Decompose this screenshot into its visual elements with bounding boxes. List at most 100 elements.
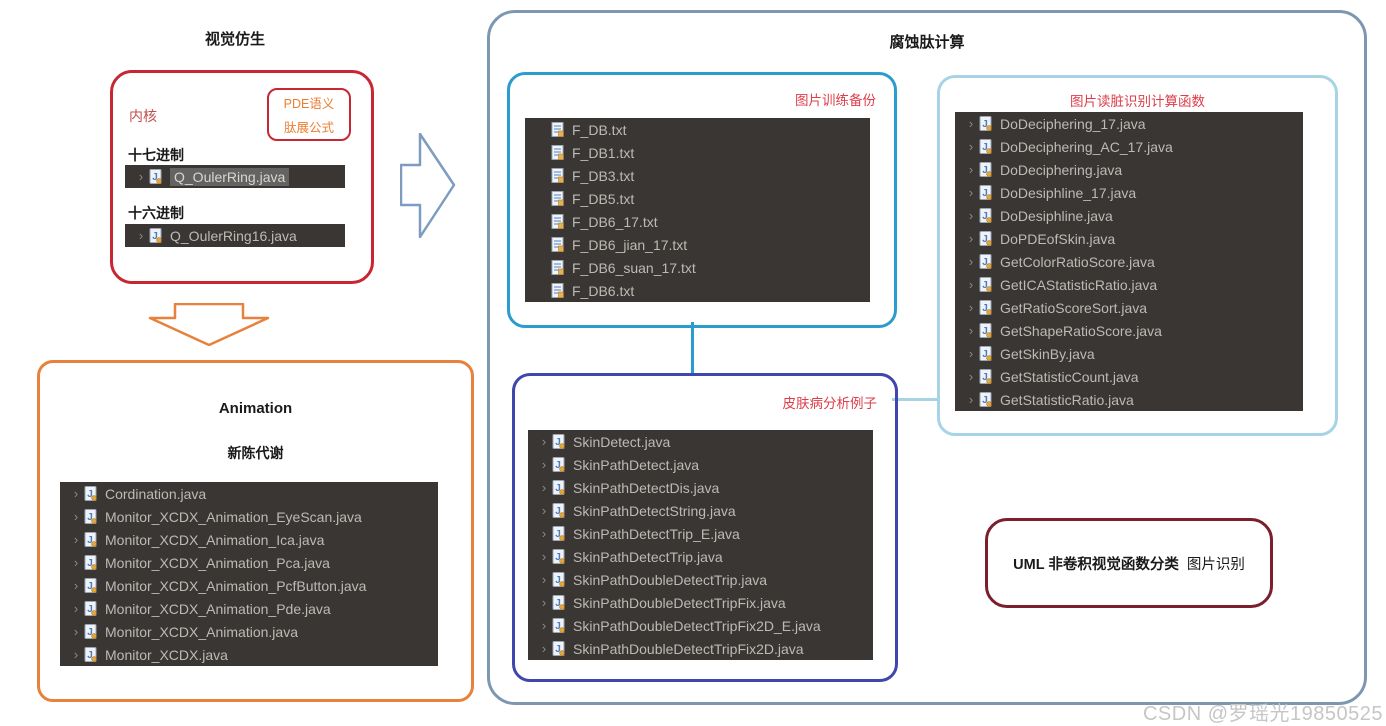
svg-text:J: J xyxy=(982,142,988,153)
chevron-right-icon xyxy=(68,648,84,661)
file-item: J Monitor_XCDX_Animation.java xyxy=(60,620,438,643)
chevron-right-icon xyxy=(536,435,552,448)
file-item: J GetColorRatioScore.java xyxy=(955,250,1303,273)
kernel-box: 内核 PDE语义 肽展公式 十七进制 J Q_OulerRing.java 十六… xyxy=(110,70,374,284)
file-name: GetStatisticCount.java xyxy=(1000,368,1139,385)
corrosion-group-box: 腐蚀肽计算 xyxy=(487,10,1367,705)
svg-text:J: J xyxy=(87,650,93,661)
svg-text:J: J xyxy=(555,529,561,540)
file-name: SkinDetect.java xyxy=(573,433,671,450)
skin-examples-list: JSkinDetect.javaJSkinPathDetect.javaJSki… xyxy=(528,430,873,660)
file-name: GetColorRatioScore.java xyxy=(1000,253,1155,270)
skin-examples-label: 皮肤病分析例子 xyxy=(782,396,878,411)
file-name: DoDeciphering_17.java xyxy=(1000,115,1146,132)
file-name: F_DB6_jian_17.txt xyxy=(572,236,688,253)
java-file-icon: J xyxy=(979,208,992,223)
training-backup-label: 图片训练备份 xyxy=(795,93,876,108)
java-file-icon: J xyxy=(84,555,97,570)
file-name: GetRatioScoreSort.java xyxy=(1000,299,1148,316)
animation-list: JCordination.javaJMonitor_XCDX_Animation… xyxy=(60,482,438,666)
file-name: GetICAStatisticRatio.java xyxy=(1000,276,1158,293)
chevron-right-icon xyxy=(68,556,84,569)
right-arrow-icon xyxy=(400,133,456,238)
chevron-right-icon xyxy=(963,140,979,153)
file-name: SkinPathDetectTrip.java xyxy=(573,548,723,565)
file-name: Monitor_XCDX_Animation.java xyxy=(105,623,298,640)
file-item: F_DB5.txt xyxy=(525,187,870,210)
java-file-icon: J xyxy=(552,526,565,541)
java-file-icon: J xyxy=(84,486,97,501)
chevron-right-icon xyxy=(536,527,552,540)
kernel-label: 内核 xyxy=(129,108,157,124)
chevron-right-icon xyxy=(68,510,84,523)
chevron-right-icon xyxy=(963,347,979,360)
java-file-icon: J xyxy=(979,116,992,131)
java-file-icon: J xyxy=(979,392,992,407)
java-file-icon: J xyxy=(552,457,565,472)
java-file-icon: J xyxy=(979,139,992,154)
file-name: Q_OulerRing.java xyxy=(170,167,290,186)
chevron-right-icon xyxy=(963,209,979,222)
file-name: SkinPathDoubleDetectTripFix.java xyxy=(573,594,786,611)
file-name: SkinPathDoubleDetectTripFix2D_E.java xyxy=(573,617,821,634)
visual-group-title: 视觉仿生 xyxy=(204,31,265,48)
chevron-right-icon xyxy=(68,625,84,638)
animation-subtitle: 新陈代谢 xyxy=(227,445,284,461)
file-item: J SkinDetect.java xyxy=(528,430,873,453)
connector-skin-to-functions xyxy=(892,398,937,401)
file-name: DoDeciphering.java xyxy=(1000,161,1123,178)
file-name: Monitor_XCDX_Animation_PcfButton.java xyxy=(105,577,367,594)
java-file-icon: J xyxy=(552,434,565,449)
file-name: GetSkinBy.java xyxy=(1000,345,1095,362)
file-name: DoDesiphline_17.java xyxy=(1000,184,1137,201)
java-file-icon: J xyxy=(552,549,565,564)
file-name: F_DB6.txt xyxy=(572,282,635,299)
file-name: Monitor_XCDX_Animation_EyeScan.java xyxy=(105,508,362,525)
svg-text:J: J xyxy=(87,627,93,638)
recognition-functions-label: 图片读脏识别计算函数 xyxy=(1070,94,1205,109)
file-item: J Q_OulerRing.java xyxy=(125,165,345,188)
file-name: Monitor_XCDX_Animation_Pca.java xyxy=(105,554,330,571)
animation-title: Animation xyxy=(218,400,293,417)
svg-text:J: J xyxy=(982,234,988,245)
file-name: F_DB1.txt xyxy=(572,144,635,161)
chevron-right-icon xyxy=(963,186,979,199)
file-name: Monitor_XCDX_Animation_Ica.java xyxy=(105,531,325,548)
chevron-right-icon xyxy=(963,163,979,176)
java-file-icon: J xyxy=(149,169,162,184)
java-file-icon: J xyxy=(979,346,992,361)
file-item: J Q_OulerRing16.java xyxy=(125,224,345,247)
file-name: Cordination.java xyxy=(105,485,207,502)
java-file-icon: J xyxy=(979,231,992,246)
file-name: F_DB5.txt xyxy=(572,190,635,207)
chevron-right-icon xyxy=(68,602,84,615)
svg-text:J: J xyxy=(555,598,561,609)
text-file-icon xyxy=(551,145,564,160)
svg-text:J: J xyxy=(87,604,93,615)
uml-note-box: UML 非卷积视觉函数分类 图片识别 xyxy=(985,518,1273,608)
svg-text:J: J xyxy=(982,326,988,337)
svg-text:J: J xyxy=(555,575,561,586)
svg-text:J: J xyxy=(555,437,561,448)
svg-text:J: J xyxy=(982,257,988,268)
java-file-icon: J xyxy=(84,647,97,662)
text-file-icon xyxy=(551,191,564,206)
svg-text:J: J xyxy=(555,460,561,471)
file-item: F_DB.txt xyxy=(525,118,870,141)
chevron-right-icon xyxy=(963,255,979,268)
section-label-hex16: 十六进制 xyxy=(128,205,184,221)
svg-text:J: J xyxy=(982,165,988,176)
chevron-right-icon xyxy=(536,619,552,632)
file-item: J GetSkinBy.java xyxy=(955,342,1303,365)
java-file-icon: J xyxy=(84,532,97,547)
svg-text:J: J xyxy=(87,581,93,592)
chevron-right-icon xyxy=(536,642,552,655)
file-name: F_DB6_suan_17.txt xyxy=(572,259,696,276)
chevron-right-icon xyxy=(963,324,979,337)
